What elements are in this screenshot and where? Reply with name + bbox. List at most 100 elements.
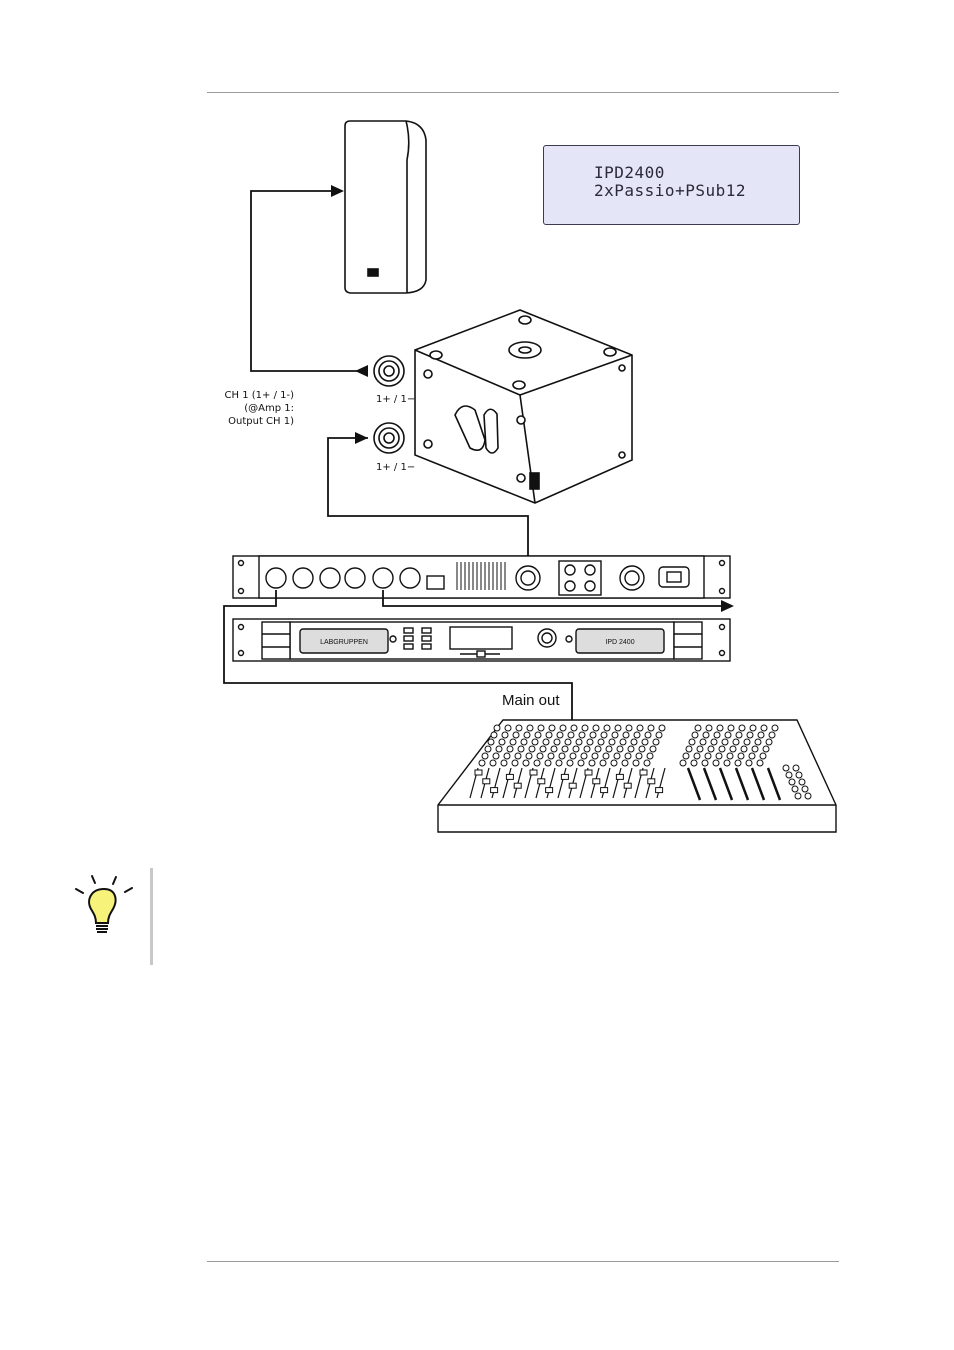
mixer-knob (732, 738, 740, 746)
mixer-knob (632, 759, 640, 767)
arrow-link-out (721, 600, 734, 612)
mixer-master-knob (804, 792, 812, 800)
ch1-label-line-1: CH 1 (1+ / 1-) (224, 390, 294, 401)
mixer-knob (599, 759, 607, 767)
mixer-knob (567, 731, 575, 739)
mixer-knob (526, 724, 534, 732)
mixer-group-fader (718, 767, 734, 801)
mixer-knob (691, 731, 699, 739)
mixer-knob (534, 731, 542, 739)
mixer-knob (520, 738, 528, 746)
lcd-display: IPD2400 2xPassio+PSub12 (543, 145, 800, 225)
mixer-knob (545, 731, 553, 739)
mixer-knob (490, 731, 498, 739)
mixer-knob (636, 724, 644, 732)
mixer-knob (715, 752, 723, 760)
tip-sidebar (150, 868, 153, 965)
arrow-to-speakon-bottom (355, 432, 368, 444)
mixer-knob (492, 752, 500, 760)
mixer-fader-cap (537, 778, 546, 785)
mixer-knob (771, 724, 779, 732)
mixer-knob (608, 738, 616, 746)
mixer-fader-cap (592, 778, 601, 785)
mixer-knob (506, 745, 514, 753)
mixer-knob (550, 745, 558, 753)
mixer-knob (569, 752, 577, 760)
mixer-knob (622, 731, 630, 739)
footer-rule (207, 1261, 839, 1262)
mixer-knob (768, 731, 776, 739)
arrow-to-speakon-top (355, 365, 368, 377)
mixer-knob (616, 745, 624, 753)
mixer-knob (504, 724, 512, 732)
mixer-fader-track (557, 767, 567, 799)
mixer-knob (652, 738, 660, 746)
mixing-console (437, 719, 837, 833)
mixer-knob (685, 745, 693, 753)
mixer-knob (707, 745, 715, 753)
mixer-knob (484, 745, 492, 753)
mixer-knob (718, 745, 726, 753)
mixer-knob (509, 738, 517, 746)
mixer-knob (754, 738, 762, 746)
speakon-top-label: 1+ / 1− (376, 394, 416, 405)
mixer-knob (498, 738, 506, 746)
mixer-knob (591, 752, 599, 760)
speakon-connector-top (373, 355, 405, 387)
mixer-fader-track (612, 767, 622, 799)
mixer-master-knob (794, 792, 802, 800)
mixer-knob (575, 738, 583, 746)
mixer-master-knob (795, 771, 803, 779)
ch1-label-line-2: (@Amp 1: (244, 403, 294, 414)
mixer-knob (539, 745, 547, 753)
mixer-knob (548, 724, 556, 732)
mixer-knob (528, 745, 536, 753)
mixer-fader-cap (655, 787, 664, 794)
mixer-knob (762, 745, 770, 753)
mixer-master-knob (788, 778, 796, 786)
lightbulb-icon (75, 875, 133, 933)
mixer-knob (624, 752, 632, 760)
mixer-knob (586, 738, 594, 746)
mixer-knob (646, 752, 654, 760)
mixer-knob (533, 759, 541, 767)
mixer-knob (553, 738, 561, 746)
mixer-knob (627, 745, 635, 753)
mixer-knob (558, 752, 566, 760)
mixer-knob (655, 731, 663, 739)
mixer-master-knob (798, 778, 806, 786)
mixer-knob (748, 752, 756, 760)
mixer-knob (478, 759, 486, 767)
mixer-knob (619, 738, 627, 746)
mixer-knob (643, 759, 651, 767)
mixer-knob (712, 759, 720, 767)
mixer-knob (495, 745, 503, 753)
column-speaker (344, 120, 427, 294)
mixer-knob (503, 752, 511, 760)
mixer-knob (694, 724, 702, 732)
mixer-knob (749, 724, 757, 732)
mixer-fader-cap (513, 782, 522, 789)
amplifier-rear-panel (232, 555, 731, 599)
mixer-knob (740, 745, 748, 753)
mixer-knob (614, 724, 622, 732)
mixer-knob (542, 738, 550, 746)
lcd-line-2: 2xPassio+PSub12 (594, 181, 746, 200)
mixer-knob (578, 731, 586, 739)
mixer-knob (544, 759, 552, 767)
mixer-knob (547, 752, 555, 760)
mixer-knob (603, 724, 611, 732)
mixer-knob (611, 731, 619, 739)
mixer-fader-cap (545, 787, 554, 794)
subwoofer (414, 309, 633, 504)
mixer-knob (511, 759, 519, 767)
mixer-knob (738, 724, 746, 732)
mixer-knob (729, 745, 737, 753)
ch1-label-line-3: Output CH 1) (228, 416, 294, 427)
mixer-knob (699, 738, 707, 746)
mixer-knob (523, 731, 531, 739)
mixer-knob (760, 724, 768, 732)
mixer-knob (688, 738, 696, 746)
mixer-knob (556, 731, 564, 739)
mixer-fader-cap (615, 773, 624, 780)
